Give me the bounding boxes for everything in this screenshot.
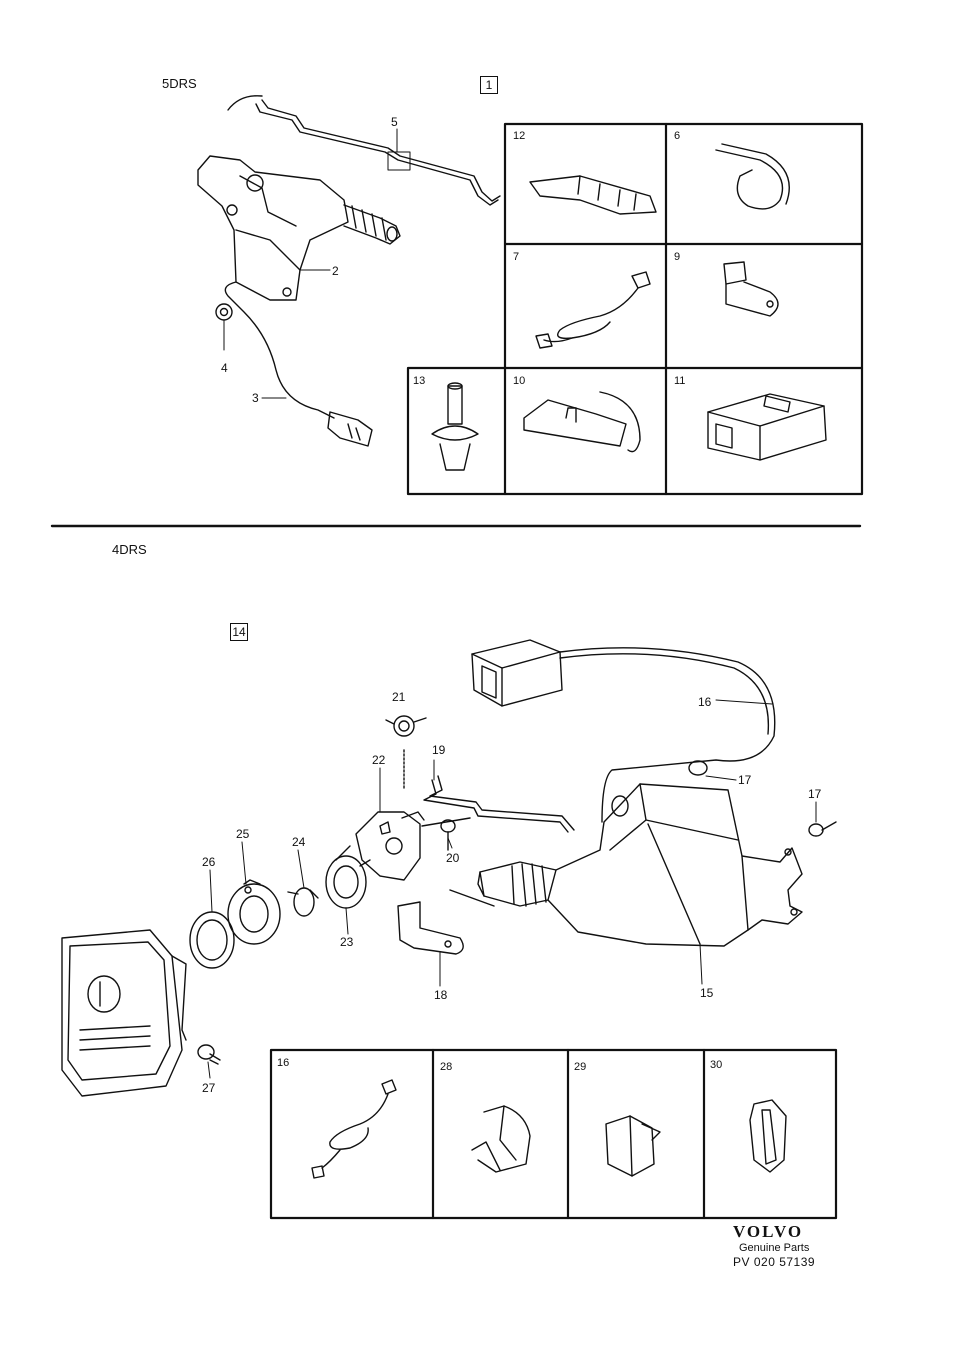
grid-cell-number-29: 29 (574, 1061, 586, 1073)
top-leader-lines (223, 128, 411, 399)
callout-16: 16 (698, 695, 712, 709)
bracket-18-drawing (397, 901, 464, 955)
wire-harness-16-small-drawing (311, 1079, 397, 1179)
connector-11-drawing (707, 393, 827, 461)
boot-drawing (477, 861, 557, 907)
screw-27-drawing (197, 1044, 221, 1065)
section-label-4drs: 4DRS (112, 542, 147, 557)
grid-cell-number-10: 10 (513, 375, 525, 387)
callout-15: 15 (700, 986, 714, 1000)
callout-2: 2 (332, 264, 339, 278)
callout-17-b: 17 (808, 787, 822, 801)
cable-3-drawing (224, 281, 373, 447)
grid-cell-number-30: 30 (710, 1059, 722, 1071)
reference-box-1: 1 (480, 76, 498, 94)
wire-harness-7-drawing (535, 271, 651, 349)
grommet-17-drawing (688, 760, 837, 837)
brand-logo-text: VOLVO (733, 1222, 804, 1241)
brand-tagline: Genuine Parts (739, 1242, 810, 1254)
callout-25: 25 (236, 827, 250, 841)
spring-21-drawing (385, 715, 427, 791)
grid-cell-number-16: 16 (277, 1057, 289, 1069)
bottom-parts-grid (269, 1048, 838, 1220)
callout-20: 20 (446, 851, 460, 865)
actuator-15-drawing (547, 783, 803, 947)
callout-21: 21 (392, 690, 406, 704)
callout-27: 27 (202, 1081, 216, 1095)
clip-10-drawing (523, 391, 641, 453)
grid-cell-number-7: 7 (513, 251, 519, 263)
screw-20-drawing (440, 819, 456, 851)
grid-cell-number-11: 11 (674, 375, 685, 387)
callout-17-a: 17 (738, 773, 752, 787)
grid-cell-number-6: 6 (674, 130, 680, 142)
lever-22-drawing (355, 811, 425, 881)
callout-4: 4 (221, 361, 228, 375)
clip-29-drawing (605, 1115, 661, 1177)
reference-box-14: 14 (230, 623, 248, 641)
cable-16-drawing (559, 647, 776, 823)
grid-cell-number-9: 9 (674, 251, 680, 263)
connector-plug-drawing (471, 639, 563, 707)
cylinder-25-drawing (227, 879, 281, 945)
rod-5-drawing (227, 95, 501, 206)
bushing-23-drawing (325, 845, 371, 909)
lock-housing-drawing (61, 929, 187, 1097)
top-parts-grid (406, 122, 864, 496)
bracket-9-drawing (723, 261, 779, 317)
drawing-reference-code: PV 020 57139 (733, 1255, 816, 1269)
callout-5: 5 (391, 115, 398, 129)
clip-30-drawing (749, 1099, 787, 1173)
callout-22: 22 (372, 753, 386, 767)
grid-cell-number-13: 13 (413, 375, 425, 387)
ring-26-drawing (189, 911, 235, 969)
clip-28-drawing (471, 1105, 531, 1173)
callout-24: 24 (292, 835, 306, 849)
spring-24-drawing (287, 887, 319, 917)
cable-tie-6-drawing (715, 143, 790, 210)
callout-26: 26 (202, 855, 216, 869)
grid-cell-number-12: 12 (513, 130, 525, 142)
lock-unit-2-drawing (197, 155, 401, 301)
callout-23: 23 (340, 935, 354, 949)
bottom-leader-lines (207, 699, 817, 1079)
terminal-12-drawing (529, 175, 657, 215)
callout-3: 3 (252, 391, 259, 405)
rivet-13-drawing (431, 382, 479, 471)
callout-19: 19 (432, 743, 446, 757)
nut-4-drawing (215, 303, 233, 321)
rod-19-drawing (421, 775, 575, 907)
grid-cell-number-28: 28 (440, 1061, 452, 1073)
callout-18: 18 (434, 988, 448, 1002)
section-label-5drs: 5DRS (162, 76, 197, 91)
